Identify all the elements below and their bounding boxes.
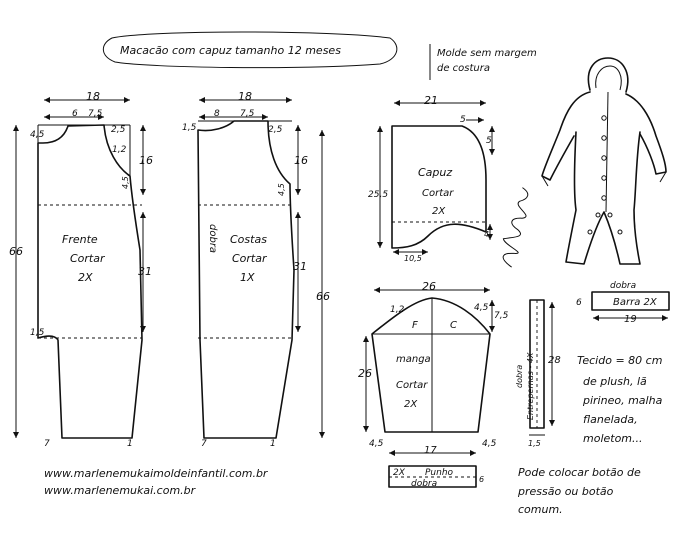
sleeve-hem-right: 4,5 — [482, 439, 497, 449]
note-line-2: de costura — [437, 63, 490, 74]
back-width: 18 — [238, 90, 252, 103]
page-title: Macacão com capuz tamanho 12 meses — [120, 44, 341, 57]
hood-bottom-left: 10,5 — [404, 254, 422, 263]
hood-right-top: 5 — [486, 136, 492, 146]
fabric-line-1: Tecido = 80 cm — [577, 354, 662, 367]
back-fold: dobra — [207, 224, 218, 253]
front-seg-c: 2,5 — [111, 125, 126, 135]
fabric-note: Tecido = 80 cm de plush, lã pirineo, mal… — [577, 354, 663, 445]
sleeve-mark-f: F — [412, 320, 418, 331]
sleeve-label-2: Cortar — [396, 380, 428, 391]
front-hem-right: 1 — [127, 439, 133, 449]
front-label-2: Cortar — [70, 252, 106, 265]
hood-outline — [391, 125, 487, 249]
fabric-line-4: flanelada, — [583, 413, 638, 426]
hood-label-2: Cortar — [422, 188, 454, 199]
back-label-2: Cortar — [232, 252, 268, 265]
front-total-h: 66 — [9, 245, 23, 258]
placket-label: Entrepernas - 4X — [526, 352, 535, 420]
back-piece: dobra Costas Cortar 1X 18 8 7,5 2,5 1,5 … — [182, 90, 330, 449]
placket-width: 1,5 — [528, 439, 541, 448]
front-hem-left: 7 — [44, 439, 50, 449]
jumpsuit-illustration — [541, 57, 667, 265]
sleeve-width: 26 — [422, 280, 436, 293]
back-armhole: 4,5 — [277, 183, 286, 196]
cuff-fold: dobra — [411, 479, 437, 489]
placket-height: 28 — [548, 355, 561, 366]
sleeve-height: 26 — [358, 367, 372, 380]
back-side-top: 16 — [294, 154, 308, 167]
band-width: 19 — [624, 314, 637, 325]
sleeve-cap-h: 7,5 — [494, 311, 509, 321]
sleeve-hem-width: 17 — [424, 445, 437, 456]
hood-label-1: Capuz — [418, 166, 452, 179]
back-total-h: 66 — [316, 290, 330, 303]
cuff-height: 6 — [479, 475, 484, 484]
front-width: 18 — [86, 90, 100, 103]
front-label-1: Frente — [62, 233, 98, 246]
sleeve-cap-right: 4,5 — [474, 303, 489, 313]
front-side-low: 31 — [138, 265, 152, 278]
back-outline — [197, 120, 295, 439]
button-note-2: pressão ou botão — [517, 485, 614, 498]
front-side-top: 16 — [139, 154, 153, 167]
sleeve-hem-left: 4,5 — [369, 439, 384, 449]
back-label-1: Costas — [230, 233, 267, 246]
back-hem-left: 7 — [201, 439, 207, 449]
front-neck-slope: 1,2 — [112, 145, 127, 155]
cuff-qty: 2X — [393, 468, 406, 478]
sleeve-mark-c: C — [450, 320, 457, 331]
signature-graphic — [502, 187, 529, 268]
front-piece: Frente Cortar 2X 18 6 7,5 2,5 4,5 1,2 16… — [9, 90, 153, 449]
sleeve-label-1: manga — [396, 354, 431, 365]
note-box: Molde sem margem de costura — [429, 44, 537, 80]
hood-right-low: 4 — [484, 230, 489, 239]
front-label-3: 2X — [78, 271, 93, 284]
button-note-3: comum. — [518, 503, 563, 516]
back-label-3: 1X — [240, 271, 255, 284]
placket-piece: Entrepernas - 4X dobra 28 1,5 — [515, 299, 561, 448]
button-note-1: Pode colocar botão de — [518, 466, 641, 479]
band-piece: dobra Barra 2X 6 19 — [576, 281, 670, 325]
sleeve-label-3: 2X — [404, 399, 418, 410]
title-bubble: Macacão com capuz tamanho 12 meses — [102, 31, 398, 69]
sleeve-outline — [371, 297, 491, 433]
band-fold: dobra — [610, 281, 636, 291]
sleeve-cap-left: 1,2 — [390, 305, 405, 315]
back-seg-c: 2,5 — [268, 125, 283, 135]
front-armhole: 4,5 — [121, 176, 130, 189]
sleeve-piece: 26 1,2 4,5 7,5 F C 26 manga Cortar 2X 4,… — [358, 280, 509, 456]
hood-piece: 21 5 5 25,5 10,5 4 Capuz Cortar 2X — [368, 94, 495, 263]
front-outline — [37, 124, 143, 439]
front-seg-b: 7,5 — [88, 109, 103, 119]
front-seg-a: 6 — [72, 109, 78, 119]
cuff-piece: 2X Punho dobra 6 — [388, 465, 484, 489]
button-note: Pode colocar botão de pressão ou botão c… — [517, 466, 641, 516]
hood-width: 21 — [424, 94, 438, 107]
cuff-outline — [388, 465, 477, 488]
back-seg-b: 7,5 — [240, 109, 255, 119]
footer-url-2: www.marlenemukai.com.br — [44, 484, 197, 497]
note-line-1: Molde sem margem — [437, 48, 537, 59]
back-hem-right: 1 — [270, 439, 276, 449]
band-height: 6 — [576, 298, 582, 308]
fabric-line-5: moletom... — [583, 432, 643, 445]
back-side-low: 31 — [293, 260, 307, 273]
placket-fold: dobra — [515, 365, 524, 388]
front-crotch: 1,5 — [30, 328, 45, 338]
fabric-line-2: de plush, lã — [583, 375, 647, 388]
back-left-top: 1,5 — [182, 123, 197, 133]
front-left-top: 4,5 — [30, 130, 45, 140]
hood-top-right: 5 — [460, 115, 466, 125]
back-seg-a: 8 — [214, 109, 220, 119]
footer-url-1: www.marlenemukaimoldeinfantil.com.br — [44, 467, 269, 480]
hood-label-3: 2X — [432, 206, 446, 217]
cuff-name: Punho — [425, 468, 454, 478]
band-label: Barra 2X — [613, 297, 658, 308]
fabric-line-3: pirineo, malha — [582, 394, 663, 407]
hood-height: 25,5 — [368, 190, 388, 200]
